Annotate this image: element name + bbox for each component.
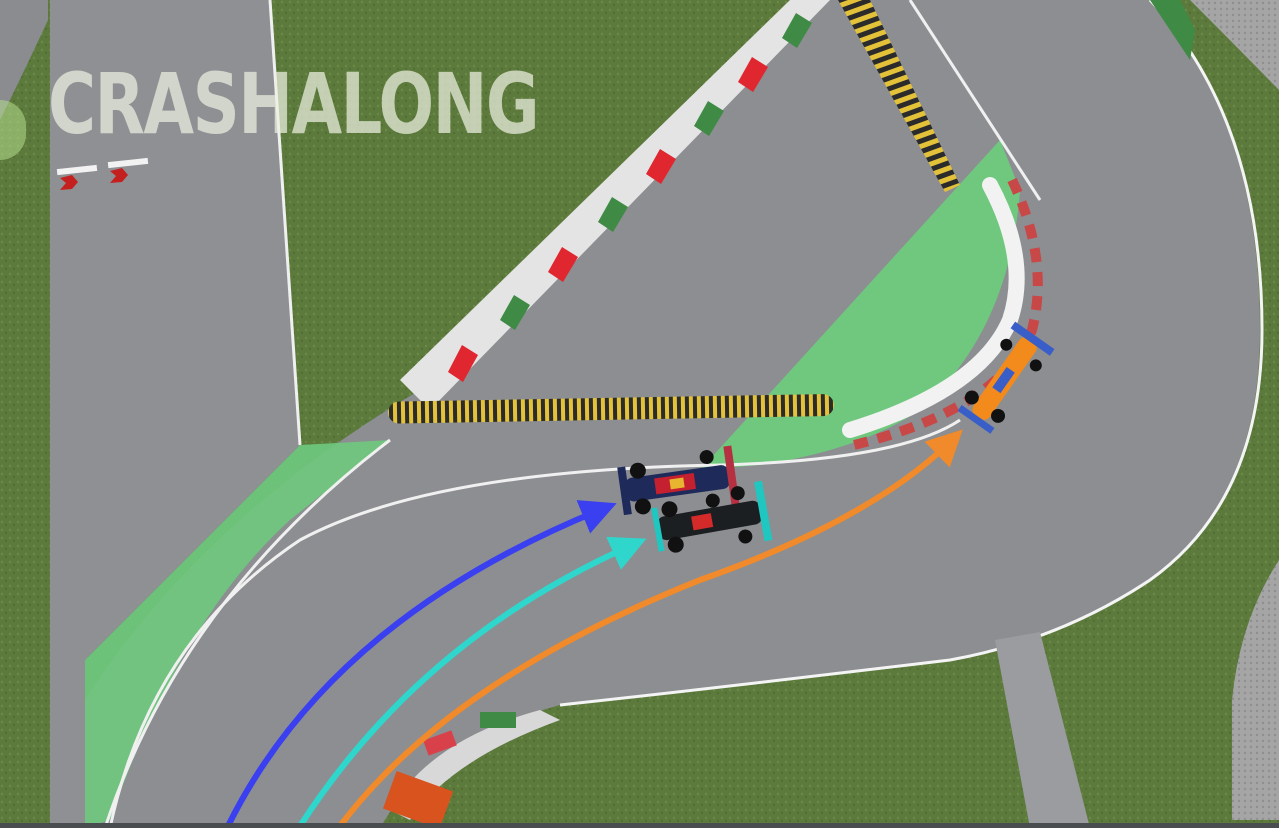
sausage-kerb-horizontal: [388, 394, 834, 424]
mercedes-car[interactable]: [650, 480, 773, 560]
inner-white-kerb: [842, 177, 1025, 438]
video-bottom-bar: [0, 823, 1279, 828]
chevron-markers: [56, 157, 149, 190]
inner-red-green-kerb: [848, 177, 1043, 451]
access-road-top-left: [0, 0, 48, 120]
gravel-trap-lower: [1232, 560, 1279, 820]
track-line-upper: [908, 0, 1042, 201]
kerb-right-top: [1150, 0, 1195, 60]
track-line-racing: [108, 418, 961, 828]
access-road-bottom: [995, 632, 1090, 828]
red-bull-car[interactable]: [616, 445, 740, 521]
racing-line-blue: [225, 500, 617, 828]
track-line-right: [559, 0, 1264, 707]
racing-line-orange: [337, 429, 963, 828]
escape-road: [50, 0, 300, 828]
watermark-text: CRASHALONG: [48, 55, 540, 153]
runoff-area-left: [85, 440, 390, 828]
racing-line-cyan: [297, 536, 647, 828]
barrier-kerb-diagonal: [400, 0, 830, 410]
mclaren-car[interactable]: [954, 321, 1055, 436]
sausage-kerb-diagonal: [838, 0, 960, 192]
gravel-trap: [1190, 0, 1279, 90]
kerb-bottom: [382, 710, 560, 828]
track-edge-line: [268, 0, 302, 446]
